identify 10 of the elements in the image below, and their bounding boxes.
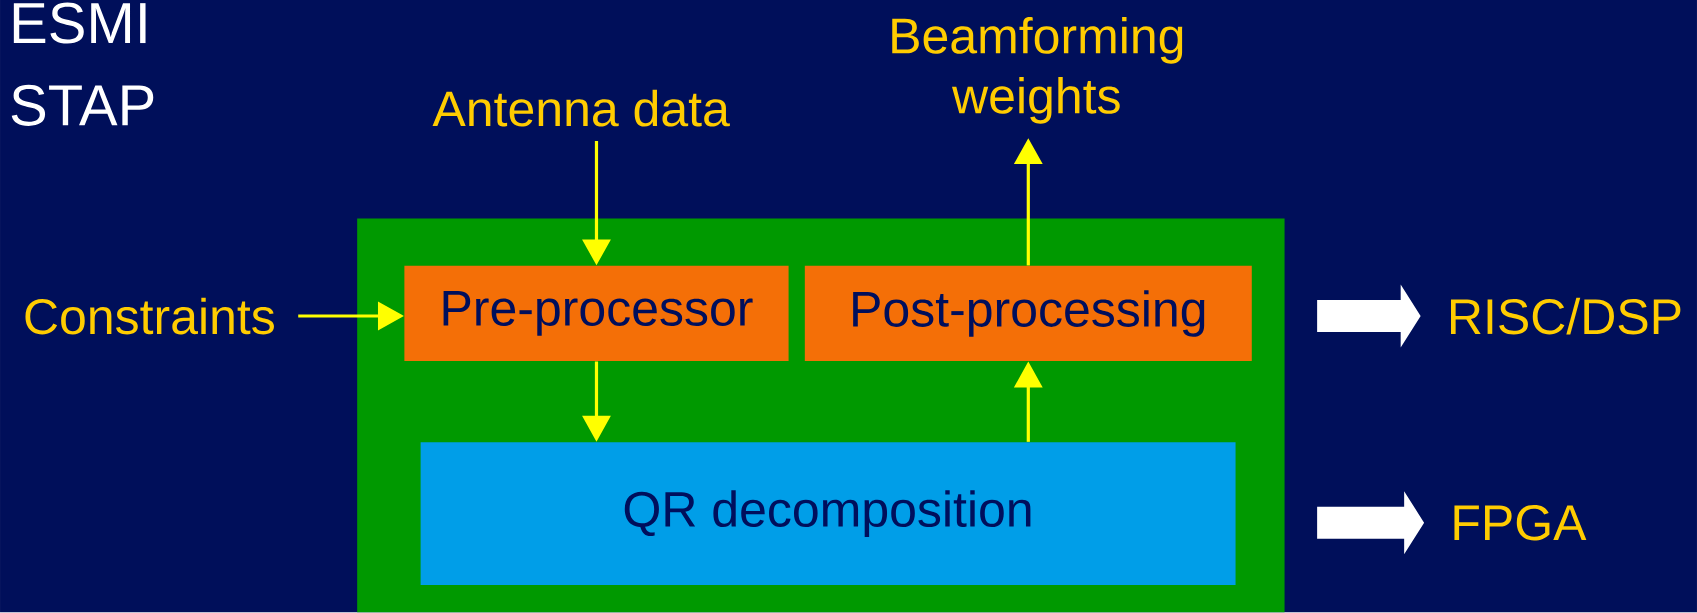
heading-text: STAP (11, 85, 154, 127)
process-box: QR decomposition (420, 442, 1236, 586)
label-text: RISC/DSP (1451, 297, 1681, 335)
label-text: FPGA (1454, 505, 1587, 541)
heading-text: ESMI (13, 2, 146, 44)
label-text: Constraints (25, 297, 274, 335)
process-box: Post-processing (804, 266, 1252, 362)
label-text: Beamforming weights (892, 17, 1183, 124)
process-box: Pre-processor (404, 266, 789, 362)
label-text: Antenna data (432, 90, 730, 127)
